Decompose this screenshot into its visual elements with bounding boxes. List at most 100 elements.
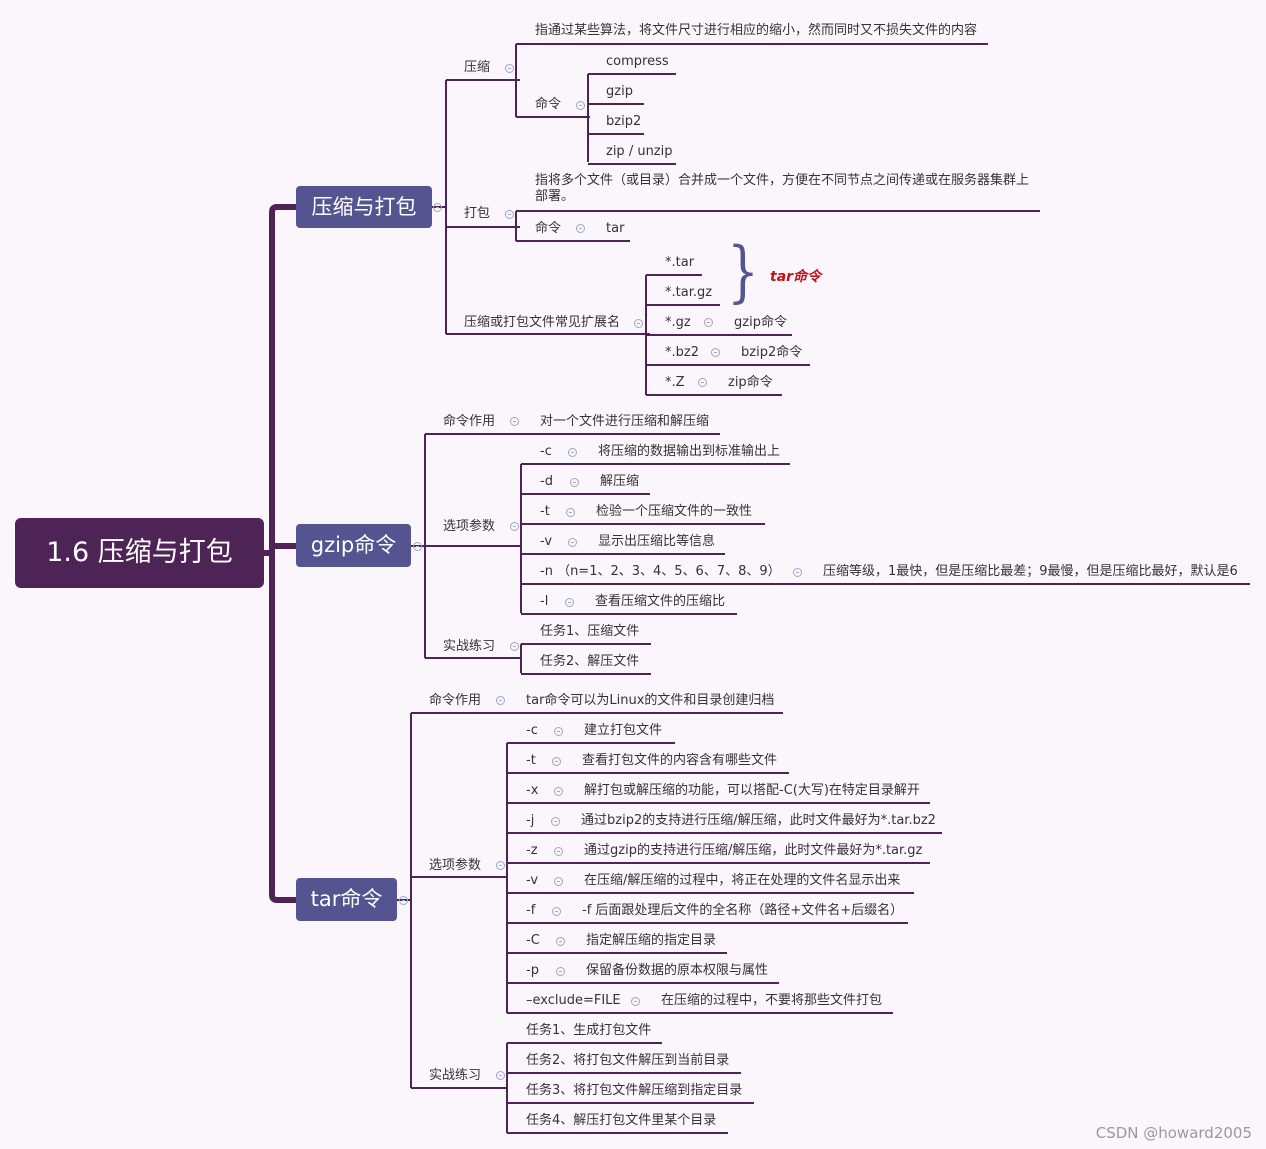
- collapse-toggle-icon[interactable]: [554, 877, 563, 886]
- collapse-toggle-icon[interactable]: [399, 896, 408, 905]
- topic-extensions: 压缩或打包文件常见扩展名: [464, 315, 621, 330]
- gzip-purpose: 对一个文件进行压缩和解压缩: [540, 414, 710, 429]
- collapse-toggle-icon[interactable]: [551, 817, 560, 826]
- option-flag: -d: [540, 474, 553, 489]
- topic-command: 命令: [535, 97, 562, 112]
- topic-compress: 压缩: [464, 60, 491, 75]
- option-description: 解压缩: [600, 474, 640, 489]
- collapse-toggle-icon[interactable]: [496, 861, 505, 870]
- collapse-toggle-icon[interactable]: [496, 1071, 505, 1080]
- topic-purpose: 命令作用: [443, 414, 496, 429]
- topic-command: 命令: [535, 221, 562, 236]
- extension-item: *.bz2: [665, 345, 699, 360]
- option-flag: -p: [526, 963, 539, 978]
- option-description: -f 后面跟处理后文件的全名称（路径+文件名+后缀名）: [582, 903, 904, 918]
- main-topic-gzip[interactable]: gzip命令: [296, 524, 411, 567]
- collapse-toggle-icon[interactable]: [566, 508, 575, 517]
- collapse-toggle-icon[interactable]: [568, 448, 577, 457]
- option-flag: -c: [526, 723, 538, 738]
- annotation-tar: tar命令: [770, 269, 822, 285]
- collapse-toggle-icon[interactable]: [554, 847, 563, 856]
- main-topic-tar[interactable]: tar命令: [296, 878, 397, 921]
- extension-item: *.tar: [665, 255, 695, 270]
- option-description: 通过gzip的支持进行压缩/解压缩，此时文件最好为*.tar.gz: [584, 843, 923, 858]
- collapse-toggle-icon[interactable]: [698, 378, 707, 387]
- collapse-toggle-icon[interactable]: [510, 417, 519, 426]
- command-item: compress: [606, 54, 669, 69]
- topic-pack: 打包: [464, 206, 491, 221]
- compress-definition: 指通过某些算法，将文件尺寸进行相应的缩小，然而同时又不损失文件的内容: [535, 23, 978, 38]
- extension-command: bzip2命令: [741, 345, 803, 360]
- option-description: 检验一个压缩文件的一致性: [596, 504, 753, 519]
- option-description: 将压缩的数据输出到标准输出上: [598, 444, 781, 459]
- collapse-toggle-icon[interactable]: [510, 522, 519, 531]
- collapse-toggle-icon[interactable]: [631, 997, 640, 1006]
- option-description: 在压缩的过程中，不要将那些文件打包: [661, 993, 883, 1008]
- option-flag: –exclude=FILE: [526, 993, 621, 1008]
- collapse-toggle-icon[interactable]: [556, 937, 565, 946]
- collapse-toggle-icon[interactable]: [568, 538, 577, 547]
- command-tar: tar: [606, 221, 625, 236]
- collapse-toggle-icon[interactable]: [496, 696, 505, 705]
- collapse-toggle-icon[interactable]: [565, 598, 574, 607]
- option-description: 保留备份数据的原本权限与属性: [586, 963, 769, 978]
- collapse-toggle-icon[interactable]: [570, 478, 579, 487]
- option-description: 显示出压缩比等信息: [598, 534, 716, 549]
- topic-purpose: 命令作用: [429, 693, 482, 708]
- collapse-toggle-icon[interactable]: [554, 727, 563, 736]
- topic-options: 选项参数: [429, 858, 482, 873]
- option-flag: -t: [540, 504, 550, 519]
- watermark: CSDN @howard2005: [1095, 1124, 1252, 1142]
- option-flag: -n （n=1、2、3、4、5、6、7、8、9）: [540, 564, 781, 579]
- main-topic-compress-pack[interactable]: 压缩与打包: [296, 186, 432, 228]
- practice-task: 任务1、生成打包文件: [526, 1023, 652, 1038]
- option-description: 指定解压缩的指定目录: [586, 933, 717, 948]
- option-description: 查看压缩文件的压缩比: [595, 594, 726, 609]
- practice-task: 任务2、解压文件: [540, 654, 640, 669]
- option-description: 通过bzip2的支持进行压缩/解压缩，此时文件最好为*.tar.bz2: [581, 813, 936, 828]
- collapse-toggle-icon[interactable]: [576, 101, 585, 110]
- option-flag: -c: [540, 444, 552, 459]
- option-description: 查看打包文件的内容含有哪些文件: [582, 753, 778, 768]
- option-description: 在压缩/解压缩的过程中，将正在处理的文件名显示出来: [584, 873, 901, 888]
- collapse-toggle-icon[interactable]: [505, 64, 514, 73]
- collapse-toggle-icon[interactable]: [505, 210, 514, 219]
- collapse-toggle-icon[interactable]: [576, 224, 585, 233]
- practice-task: 任务2、将打包文件解压到当前目录: [526, 1053, 730, 1068]
- option-description: 建立打包文件: [584, 723, 663, 738]
- extension-command: gzip命令: [734, 315, 787, 330]
- topic-practice: 实战练习: [429, 1068, 482, 1083]
- option-flag: -l: [540, 594, 549, 609]
- root-trunk: [264, 204, 296, 903]
- collapse-toggle-icon[interactable]: [704, 318, 713, 327]
- option-flag: -x: [526, 783, 539, 798]
- collapse-toggle-icon[interactable]: [711, 348, 720, 357]
- collapse-toggle-icon[interactable]: [556, 967, 565, 976]
- tar-purpose: tar命令可以为Linux的文件和目录创建归档: [526, 693, 775, 708]
- collapse-toggle-icon[interactable]: [433, 203, 442, 212]
- collapse-toggle-icon[interactable]: [552, 907, 561, 916]
- option-flag: -j: [526, 813, 535, 828]
- option-description: 压缩等级，1最快，但是压缩比最差；9最慢，但是压缩比最好，默认是6: [823, 564, 1238, 579]
- practice-task: 任务4、解压打包文件里某个目录: [526, 1113, 717, 1128]
- option-flag: -C: [526, 933, 540, 948]
- option-flag: -v: [526, 873, 539, 888]
- collapse-toggle-icon[interactable]: [510, 642, 519, 651]
- option-flag: -t: [526, 753, 536, 768]
- collapse-toggle-icon[interactable]: [413, 542, 422, 551]
- collapse-toggle-icon[interactable]: [552, 757, 561, 766]
- practice-task: 任务3、将打包文件解压缩到指定目录: [526, 1083, 743, 1098]
- option-flag: -f: [526, 903, 536, 918]
- curly-brace-icon: }: [727, 233, 759, 310]
- command-item: zip / unzip: [606, 144, 673, 159]
- extension-item: *.gz: [665, 315, 691, 330]
- collapse-toggle-icon[interactable]: [554, 787, 563, 796]
- collapse-toggle-icon[interactable]: [793, 568, 802, 577]
- topic-options: 选项参数: [443, 519, 496, 534]
- extension-command: zip命令: [728, 375, 773, 390]
- practice-task: 任务1、压缩文件: [540, 624, 640, 639]
- collapse-toggle-icon[interactable]: [634, 319, 643, 328]
- root-topic[interactable]: 1.6 压缩与打包: [15, 518, 264, 588]
- command-item: bzip2: [606, 114, 642, 129]
